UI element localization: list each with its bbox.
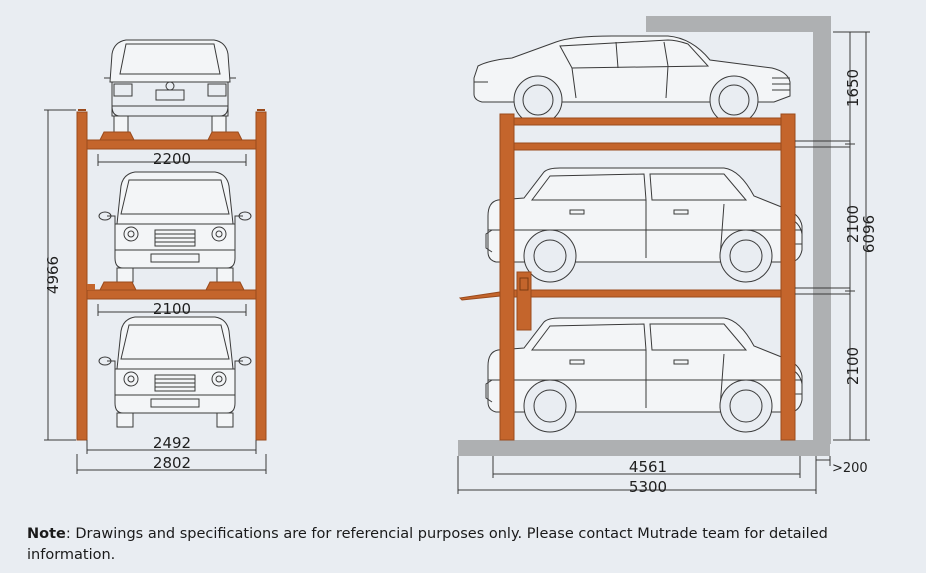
dim-side-6096: 6096 <box>860 215 878 253</box>
dim-front-2802: 2802 <box>153 454 191 472</box>
disclaimer-note: Note: Drawings and specifications are fo… <box>27 524 899 566</box>
front-platform-mid <box>86 289 257 300</box>
side-view: 1650 2100 2100 6096 4561 5300 >200 <box>457 16 878 496</box>
suv-side-icon <box>485 317 803 433</box>
lift-unit <box>516 271 532 331</box>
dim-front-4966: 4966 <box>44 256 62 294</box>
sedan-front-icon <box>103 39 237 133</box>
suv-side-icon <box>485 167 803 283</box>
dim-front-2100: 2100 <box>153 300 191 318</box>
front-column-right <box>255 111 267 441</box>
beam-top-lower <box>513 142 782 151</box>
wall <box>813 32 831 444</box>
dim-side-1650: 1650 <box>844 69 862 107</box>
dim-front-2492: 2492 <box>153 434 191 452</box>
front-platform-top <box>86 139 257 150</box>
suv-front-icon <box>98 316 252 428</box>
note-text: : Drawings and specifications are for re… <box>27 526 828 563</box>
dim-side-5300: 5300 <box>629 478 667 496</box>
dim-front-2200: 2200 <box>153 150 191 168</box>
dim-side-wall-gap: >200 <box>832 461 868 476</box>
front-view: 2200 2100 2492 2802 4966 <box>44 39 267 474</box>
beam-top <box>513 117 782 126</box>
sedan-side-icon <box>473 35 791 125</box>
parking-lift-diagram: 2200 2100 2492 2802 4966 <box>44 16 878 496</box>
note-label: Note <box>27 526 66 542</box>
dim-side-2100-lower: 2100 <box>844 347 862 385</box>
ceiling <box>646 16 831 32</box>
side-post-right <box>780 113 796 441</box>
ramp <box>458 291 501 301</box>
floor <box>458 440 830 456</box>
dim-side-2100-upper: 2100 <box>844 205 862 243</box>
suv-front-icon <box>98 171 252 283</box>
side-post-left <box>499 113 515 441</box>
dim-side-4561: 4561 <box>629 458 667 476</box>
front-column-left <box>76 111 88 441</box>
beam-mid <box>513 289 782 298</box>
